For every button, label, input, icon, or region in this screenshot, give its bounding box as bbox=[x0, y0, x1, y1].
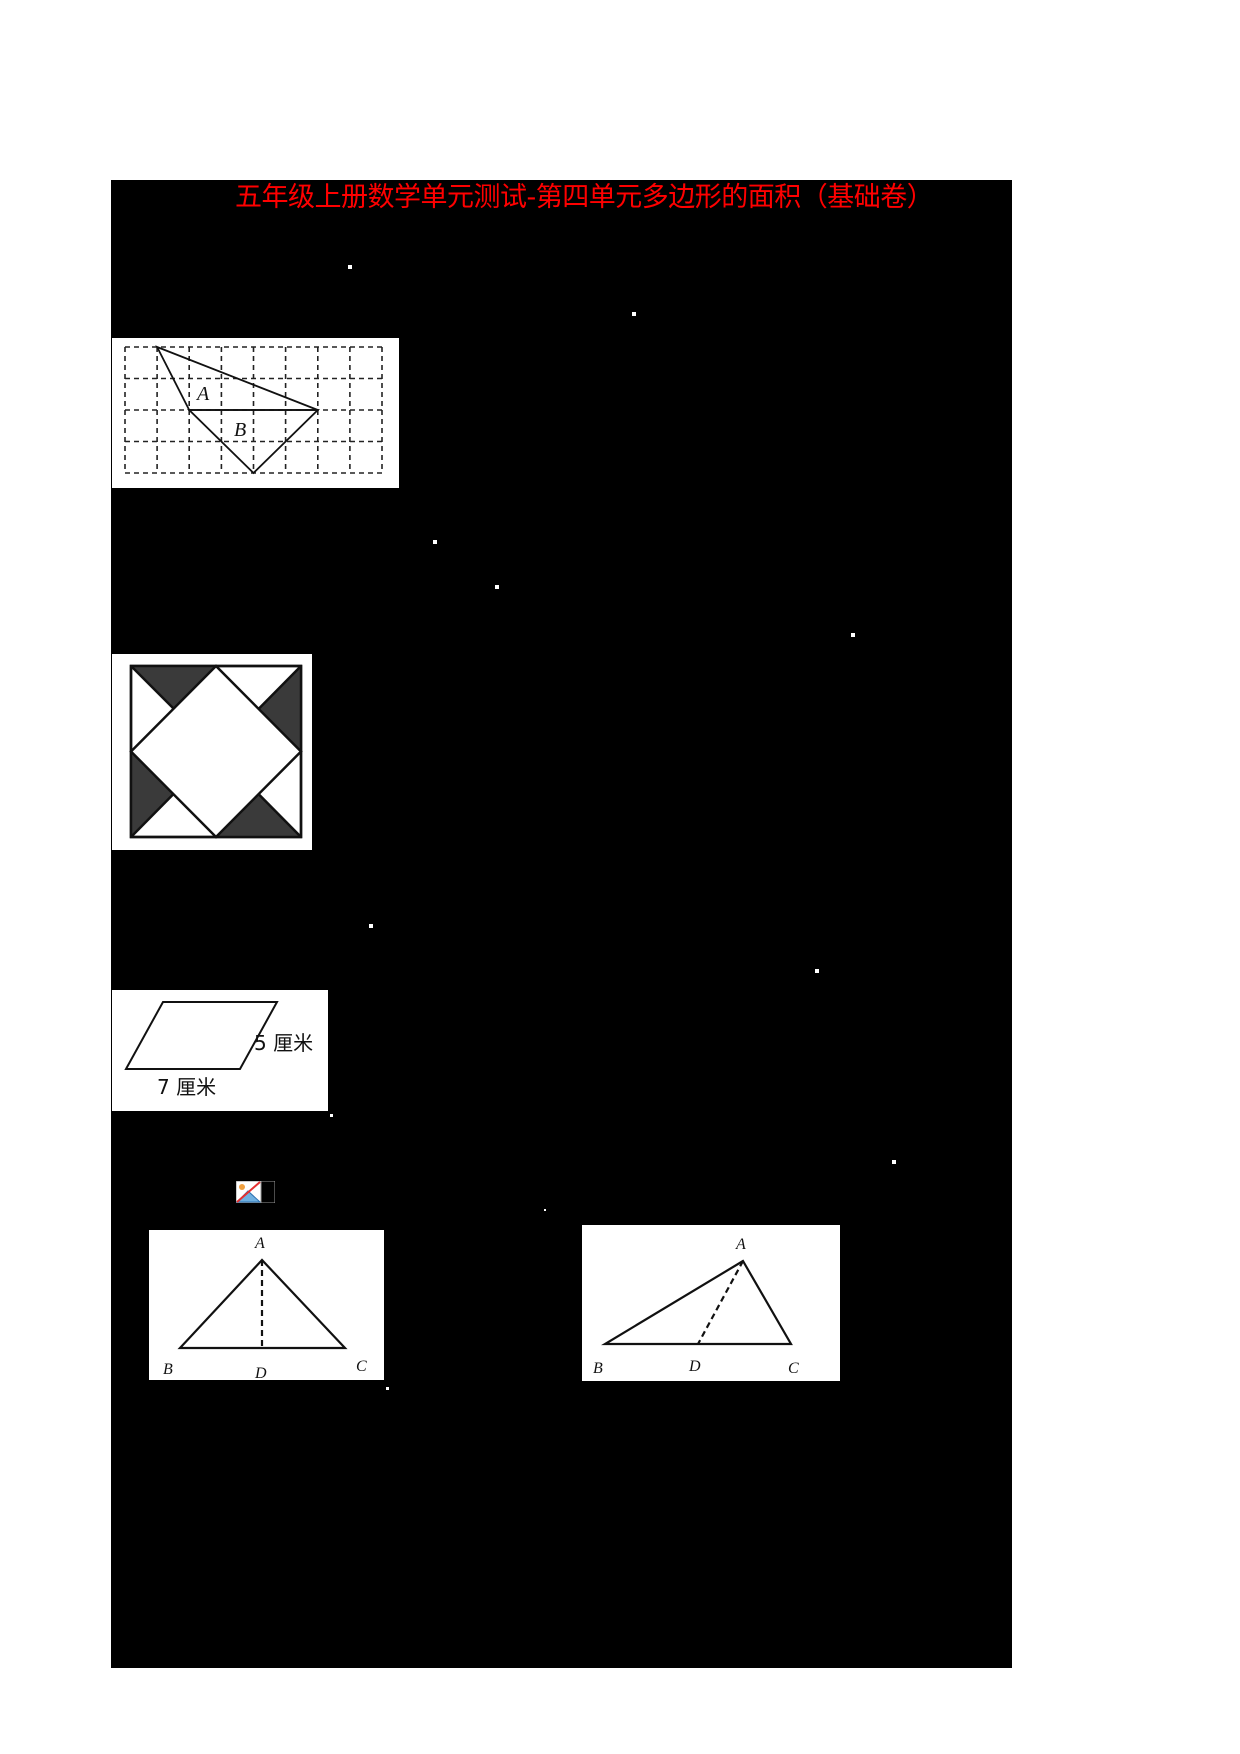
paragraph-marker bbox=[433, 540, 437, 544]
base-length-label: 7 厘米 bbox=[157, 1075, 216, 1099]
square-pattern-figure bbox=[112, 654, 312, 850]
paragraph-marker bbox=[369, 924, 373, 928]
paragraph-marker bbox=[330, 1114, 333, 1117]
square-diamond-diagram bbox=[129, 664, 303, 839]
paragraph-marker bbox=[815, 969, 819, 973]
paragraph-marker bbox=[386, 1387, 389, 1390]
vertex-d-label: D bbox=[688, 1358, 701, 1375]
paragraph-marker bbox=[348, 265, 352, 269]
side-length-label: 5 厘米 bbox=[254, 1031, 313, 1055]
parallelogram-diagram: 5 厘米 7 厘米 bbox=[124, 1001, 313, 1099]
broken-image-icon bbox=[235, 1180, 276, 1204]
label-a: A bbox=[195, 383, 210, 405]
vertex-a-label: A bbox=[254, 1235, 265, 1252]
grid-triangles-diagram: A B bbox=[124, 345, 383, 475]
paragraph-marker bbox=[632, 312, 636, 316]
vertex-b-label: B bbox=[163, 1361, 173, 1378]
paragraph-marker bbox=[544, 1209, 546, 1211]
paragraph-marker bbox=[495, 585, 499, 589]
parallelogram-figure: 5 厘米 7 厘米 bbox=[112, 990, 328, 1111]
vertex-a-label: A bbox=[735, 1236, 746, 1253]
label-b: B bbox=[234, 419, 246, 441]
vertex-d-label: D bbox=[254, 1365, 267, 1380]
isosceles-triangle-diagram: A B C D bbox=[163, 1235, 367, 1380]
vertex-b-label: B bbox=[593, 1360, 603, 1377]
triangle-2-figure: A B C D bbox=[582, 1225, 840, 1381]
vertex-c-label: C bbox=[356, 1358, 367, 1375]
paragraph-marker bbox=[892, 1160, 896, 1164]
grid-figure: A B bbox=[112, 338, 399, 488]
triangle-1-figure: A B C D bbox=[149, 1230, 384, 1380]
vertex-c-label: C bbox=[788, 1360, 799, 1377]
scalene-triangle-diagram: A B C D bbox=[593, 1236, 799, 1377]
document-title: 五年级上册数学单元测试-第四单元多边形的面积（基础卷） bbox=[235, 182, 934, 213]
paragraph-marker bbox=[851, 633, 855, 637]
